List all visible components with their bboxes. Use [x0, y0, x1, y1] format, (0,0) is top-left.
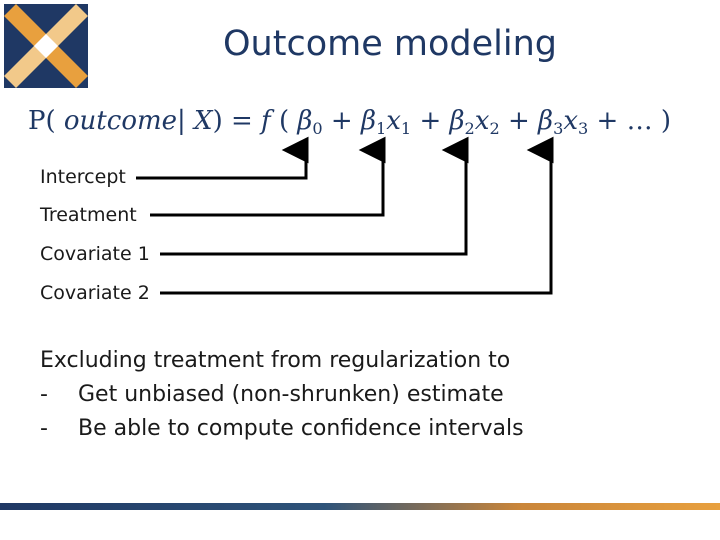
label-treatment: Treatment	[40, 204, 137, 226]
eq-func-close: )	[660, 106, 671, 136]
eq-equals: =	[230, 106, 253, 136]
logo	[4, 4, 88, 88]
arrow-intercept	[136, 136, 309, 180]
notes-bullet-2: - Be able to compute confidence interval…	[40, 412, 524, 446]
bullet-text: Be able to compute confidence intervals	[78, 416, 524, 441]
eq-lhs-term: outcome	[63, 106, 178, 136]
arrow-covariate-2	[160, 136, 554, 295]
eq-plus-2: +	[419, 106, 442, 136]
label-covariate-1: Covariate 1	[40, 243, 150, 265]
bullet-dash: -	[40, 416, 48, 441]
eq-plus-3: +	[507, 106, 530, 136]
eq-plus-1: +	[330, 106, 353, 136]
eq-lhs-var: X	[194, 106, 213, 136]
eq-beta3-x3: β3x3	[538, 106, 589, 139]
eq-lhs-open: P(	[28, 106, 56, 136]
eq-func: f	[261, 106, 271, 136]
label-intercept: Intercept	[40, 166, 126, 188]
model-equation: P( outcome| X) = f ( β0 + β1x1 + β2x2 + …	[28, 106, 671, 138]
slide-title: Outcome modeling	[223, 24, 557, 64]
label-covariate-2: Covariate 2	[40, 282, 150, 304]
eq-func-open: (	[278, 106, 290, 136]
eq-beta0: β0	[297, 106, 323, 139]
eq-beta2-x2: β2x2	[449, 106, 500, 139]
arrow-covariate-1	[160, 136, 469, 256]
bullet-dash: -	[40, 382, 48, 407]
footer-gradient-bar	[0, 503, 720, 510]
notes-bullet-1: - Get unbiased (non-shrunken) estimate	[40, 378, 524, 412]
arrow-treatment	[150, 136, 386, 217]
bullet-text: Get unbiased (non-shrunken) estimate	[78, 382, 504, 407]
eq-lhs-close: )	[212, 106, 223, 136]
eq-lhs-bar: |	[177, 106, 186, 136]
eq-beta1-x1: β1x1	[360, 106, 412, 139]
eq-plus-4: +	[596, 106, 619, 136]
eq-ellipsis: …	[626, 106, 653, 136]
notes-heading: Excluding treatment from regularization …	[40, 348, 511, 373]
notes-block: Excluding treatment from regularization …	[40, 344, 524, 446]
